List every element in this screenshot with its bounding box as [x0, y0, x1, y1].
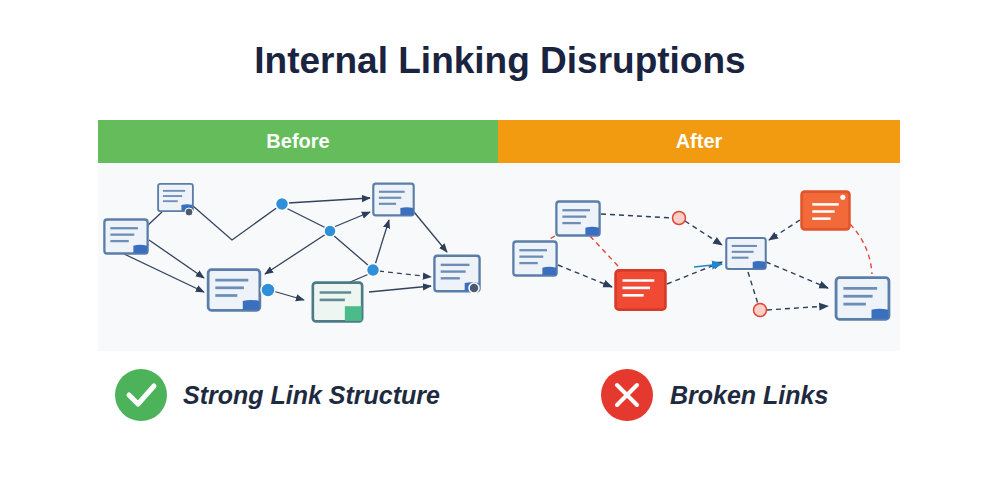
broken-page-icon	[802, 192, 850, 230]
page-icon	[208, 270, 260, 311]
page-icon	[313, 283, 362, 322]
broken-link-line	[767, 306, 828, 310]
broken-link-line	[558, 265, 612, 287]
link-dot	[185, 208, 193, 216]
link-line	[273, 291, 304, 300]
link-line	[379, 271, 431, 277]
link-line	[694, 264, 722, 267]
page-icon	[513, 241, 556, 275]
link-line	[334, 212, 370, 227]
broken-dot	[673, 212, 686, 225]
header-band: Before	[98, 120, 498, 163]
status-label: Strong Link Structure	[183, 380, 440, 410]
broken-link-line	[748, 272, 758, 304]
link-line	[147, 212, 162, 226]
page-icon	[373, 184, 413, 216]
link-line	[333, 235, 369, 266]
cross-icon	[601, 369, 653, 421]
diagram-title: Internal Linking Disruptions	[0, 40, 1000, 82]
link-dot	[469, 283, 479, 293]
link-line	[375, 220, 389, 265]
panel-background	[98, 163, 498, 351]
cross-mark	[617, 385, 637, 405]
broken-page-icon	[616, 270, 666, 309]
page-icon	[726, 238, 765, 269]
broken-link-line	[548, 236, 555, 240]
check-mark	[129, 386, 154, 404]
broken-link-line	[590, 236, 618, 266]
status-label: Broken Links	[670, 380, 828, 410]
broken-link-line	[850, 224, 872, 274]
link-dot	[324, 225, 336, 237]
broken-link-line	[601, 214, 673, 218]
band-label: After	[676, 130, 723, 153]
panel-background	[498, 163, 900, 351]
page-icon	[836, 278, 889, 320]
header-band: After	[498, 120, 900, 163]
page-icon	[104, 219, 147, 253]
page-icon	[556, 201, 599, 235]
band-label: Before	[266, 130, 329, 153]
link-dot	[276, 198, 289, 211]
page-icon	[158, 184, 193, 211]
broken-link-line	[667, 262, 722, 284]
link-dot	[261, 283, 275, 297]
link-line	[286, 208, 326, 228]
broken-link-line	[766, 262, 828, 288]
link-line	[369, 286, 431, 292]
link-line	[265, 234, 326, 274]
link-dot	[367, 264, 380, 277]
link-line	[149, 240, 204, 278]
broken-dot	[754, 304, 767, 317]
link-line	[414, 212, 447, 252]
link-line	[193, 204, 282, 240]
link-line	[288, 198, 370, 203]
check-icon	[115, 369, 167, 421]
broken-link-line	[769, 220, 800, 240]
link-line	[124, 254, 204, 292]
broken-link-line	[685, 221, 722, 245]
